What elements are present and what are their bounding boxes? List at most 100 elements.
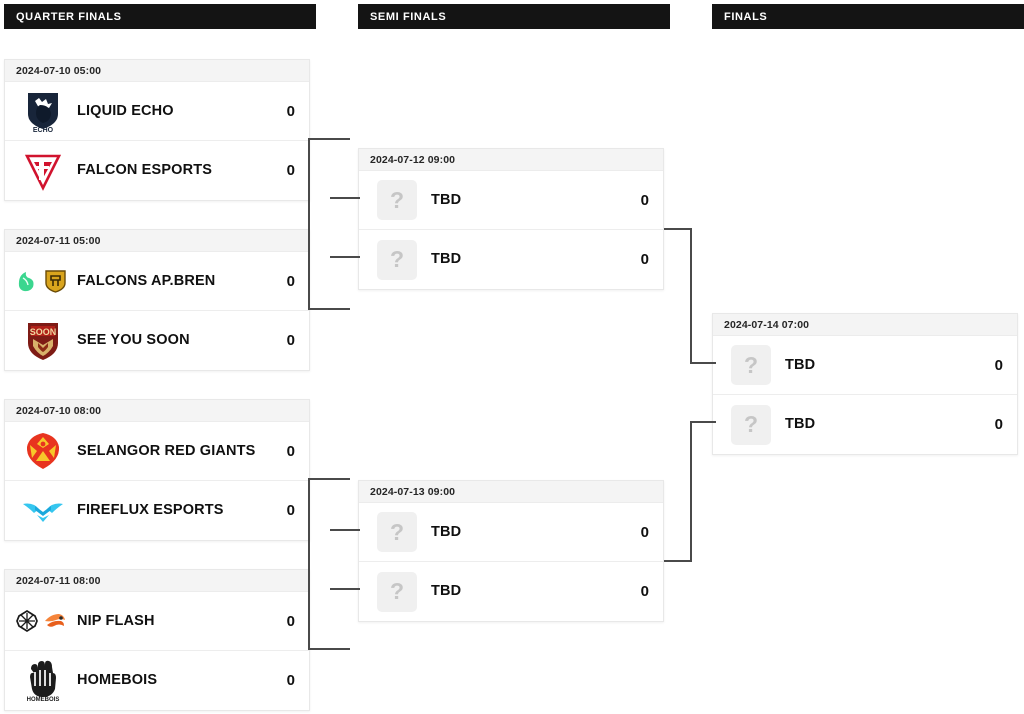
team-row[interactable]: ? TBD 0 <box>713 395 1017 454</box>
svg-text:ECHO: ECHO <box>33 127 54 133</box>
connector-into-sf1-top <box>330 197 360 199</box>
team-row[interactable]: FIREFLUX ESPORTS 0 <box>5 481 309 540</box>
tbd-placeholder-icon: ? <box>369 238 425 282</box>
svg-text:HOMEBOIS: HOMEBOIS <box>27 697 60 703</box>
team-name: TBD <box>431 523 462 540</box>
team-row[interactable]: ? TBD 0 <box>359 230 663 289</box>
round-header-finals: FINALS <box>712 4 1024 29</box>
match-date: 2024-07-12 09:00 <box>370 153 456 166</box>
match-date: 2024-07-11 05:00 <box>16 234 101 247</box>
team-score: 0 <box>286 672 295 689</box>
team-score: 0 <box>286 442 295 460</box>
tbd-placeholder-icon: ? <box>723 343 779 387</box>
team-score: 0 <box>286 162 295 179</box>
round-quarter-finals: QUARTER FINALS 2024-07-10 05:00 ECHO LIQ… <box>4 0 316 714</box>
match-date-bar: 2024-07-14 07:00 <box>713 314 1017 336</box>
team-name: TBD <box>431 583 462 599</box>
team-row[interactable]: ? TBD 0 <box>359 171 663 230</box>
round-semi-finals: SEMI FINALS 2024-07-12 09:00 ? TBD 0 ? T… <box>358 0 670 714</box>
connector-qf4-horizontal <box>310 648 350 650</box>
connector-sf1-out <box>664 228 692 230</box>
question-mark-icon: ? <box>377 239 417 280</box>
svg-text:SOON: SOON <box>30 327 57 337</box>
tbd-placeholder-icon: ? <box>369 570 425 614</box>
team-name: TBD <box>431 191 462 208</box>
match-date: 2024-07-10 05:00 <box>16 64 102 77</box>
question-mark-icon: ? <box>731 345 771 385</box>
team-name: TBD <box>785 416 816 432</box>
selangor-red-giants-logo <box>15 429 71 473</box>
match-card-sf-1[interactable]: 2024-07-12 09:00 ? TBD 0 ? TBD 0 <box>358 148 664 290</box>
team-score: 0 <box>286 272 295 290</box>
team-name: SEE YOU SOON <box>77 332 190 348</box>
team-row[interactable]: FALCONS AP.BREN 0 <box>5 252 309 311</box>
round-header-semi-finals: SEMI FINALS <box>358 4 670 29</box>
team-score: 0 <box>994 416 1003 433</box>
match-date: 2024-07-10 08:00 <box>16 404 102 417</box>
liquid-echo-logo: ECHO <box>15 89 71 133</box>
team-score: 0 <box>640 191 649 209</box>
connector-sf1-vertical <box>308 138 310 310</box>
match-date: 2024-07-14 07:00 <box>724 318 810 331</box>
team-name: TBD <box>785 356 816 373</box>
team-score: 0 <box>640 523 649 541</box>
team-row[interactable]: ECHO LIQUID ECHO 0 <box>5 82 309 141</box>
round-title: FINALS <box>724 10 768 23</box>
team-score: 0 <box>994 356 1003 374</box>
tbd-placeholder-icon: ? <box>369 178 425 222</box>
team-row[interactable]: ? TBD 0 <box>359 562 663 621</box>
connector-qf1-horizontal <box>310 138 350 140</box>
team-name: HOMEBOIS <box>77 672 158 688</box>
team-name: TBD <box>431 251 462 267</box>
team-name: FALCONS AP.BREN <box>77 272 216 289</box>
connector-final-vertical-top <box>690 228 692 364</box>
connector-into-sf2-top <box>330 529 360 531</box>
team-score: 0 <box>640 583 649 600</box>
team-score: 0 <box>286 502 295 519</box>
match-date-bar: 2024-07-12 09:00 <box>359 149 663 171</box>
homebois-logo: HOMEBOIS <box>15 659 71 703</box>
match-date: 2024-07-13 09:00 <box>370 485 456 498</box>
question-mark-icon: ? <box>377 180 417 220</box>
team-row[interactable]: FALCON ESPORTS 0 <box>5 141 309 200</box>
team-row[interactable]: SOON SEE YOU SOON 0 <box>5 311 309 370</box>
connector-into-sf1-bottom <box>330 256 360 258</box>
connector-into-sf2-bottom <box>330 588 360 590</box>
match-card-sf-2[interactable]: 2024-07-13 09:00 ? TBD 0 ? TBD 0 <box>358 480 664 622</box>
team-row[interactable]: NIP FLASH 0 <box>5 592 309 651</box>
tbd-placeholder-icon: ? <box>723 403 779 447</box>
question-mark-icon: ? <box>377 571 417 612</box>
match-card-final-1[interactable]: 2024-07-14 07:00 ? TBD 0 ? TBD 0 <box>712 313 1018 455</box>
team-score: 0 <box>286 332 295 349</box>
connector-into-final-top <box>690 362 716 364</box>
connector-final-vertical-bottom <box>690 422 692 562</box>
team-row[interactable]: SELANGOR RED GIANTS 0 <box>5 422 309 481</box>
question-mark-icon: ? <box>731 404 771 445</box>
connector-qf3-horizontal <box>310 478 350 480</box>
match-card-qf-1[interactable]: 2024-07-10 05:00 ECHO LIQUID ECHO 0 <box>4 59 310 201</box>
fireflux-esports-logo <box>15 489 71 533</box>
team-row[interactable]: ? TBD 0 <box>713 336 1017 395</box>
match-card-qf-2[interactable]: 2024-07-11 05:00 FALCONS AP.BREN 0 <box>4 229 310 371</box>
team-name: NIP FLASH <box>77 612 155 629</box>
match-date-bar: 2024-07-10 08:00 <box>5 400 309 422</box>
match-date: 2024-07-11 08:00 <box>16 574 101 587</box>
match-date-bar: 2024-07-10 05:00 <box>5 60 309 82</box>
nip-flash-logo <box>15 599 71 643</box>
team-row[interactable]: ? TBD 0 <box>359 503 663 562</box>
connector-into-final-bottom <box>690 421 716 423</box>
match-date-bar: 2024-07-11 05:00 <box>5 230 309 252</box>
team-row[interactable]: HOMEBOIS HOMEBOIS 0 <box>5 651 309 710</box>
team-name: LIQUID ECHO <box>77 102 174 119</box>
match-card-qf-4[interactable]: 2024-07-11 08:00 NIP FLASH 0 <box>4 569 310 711</box>
connector-sf2-vertical <box>308 478 310 650</box>
connector-qf2-horizontal <box>310 308 350 310</box>
round-title: QUARTER FINALS <box>16 10 122 23</box>
match-card-qf-3[interactable]: 2024-07-10 08:00 SELANGOR RED GIANTS 0 <box>4 399 310 541</box>
round-header-quarter-finals: QUARTER FINALS <box>4 4 316 29</box>
team-score: 0 <box>286 612 295 630</box>
round-title: SEMI FINALS <box>370 10 447 23</box>
falcon-esports-logo <box>15 149 71 193</box>
see-you-soon-logo: SOON <box>15 319 71 363</box>
